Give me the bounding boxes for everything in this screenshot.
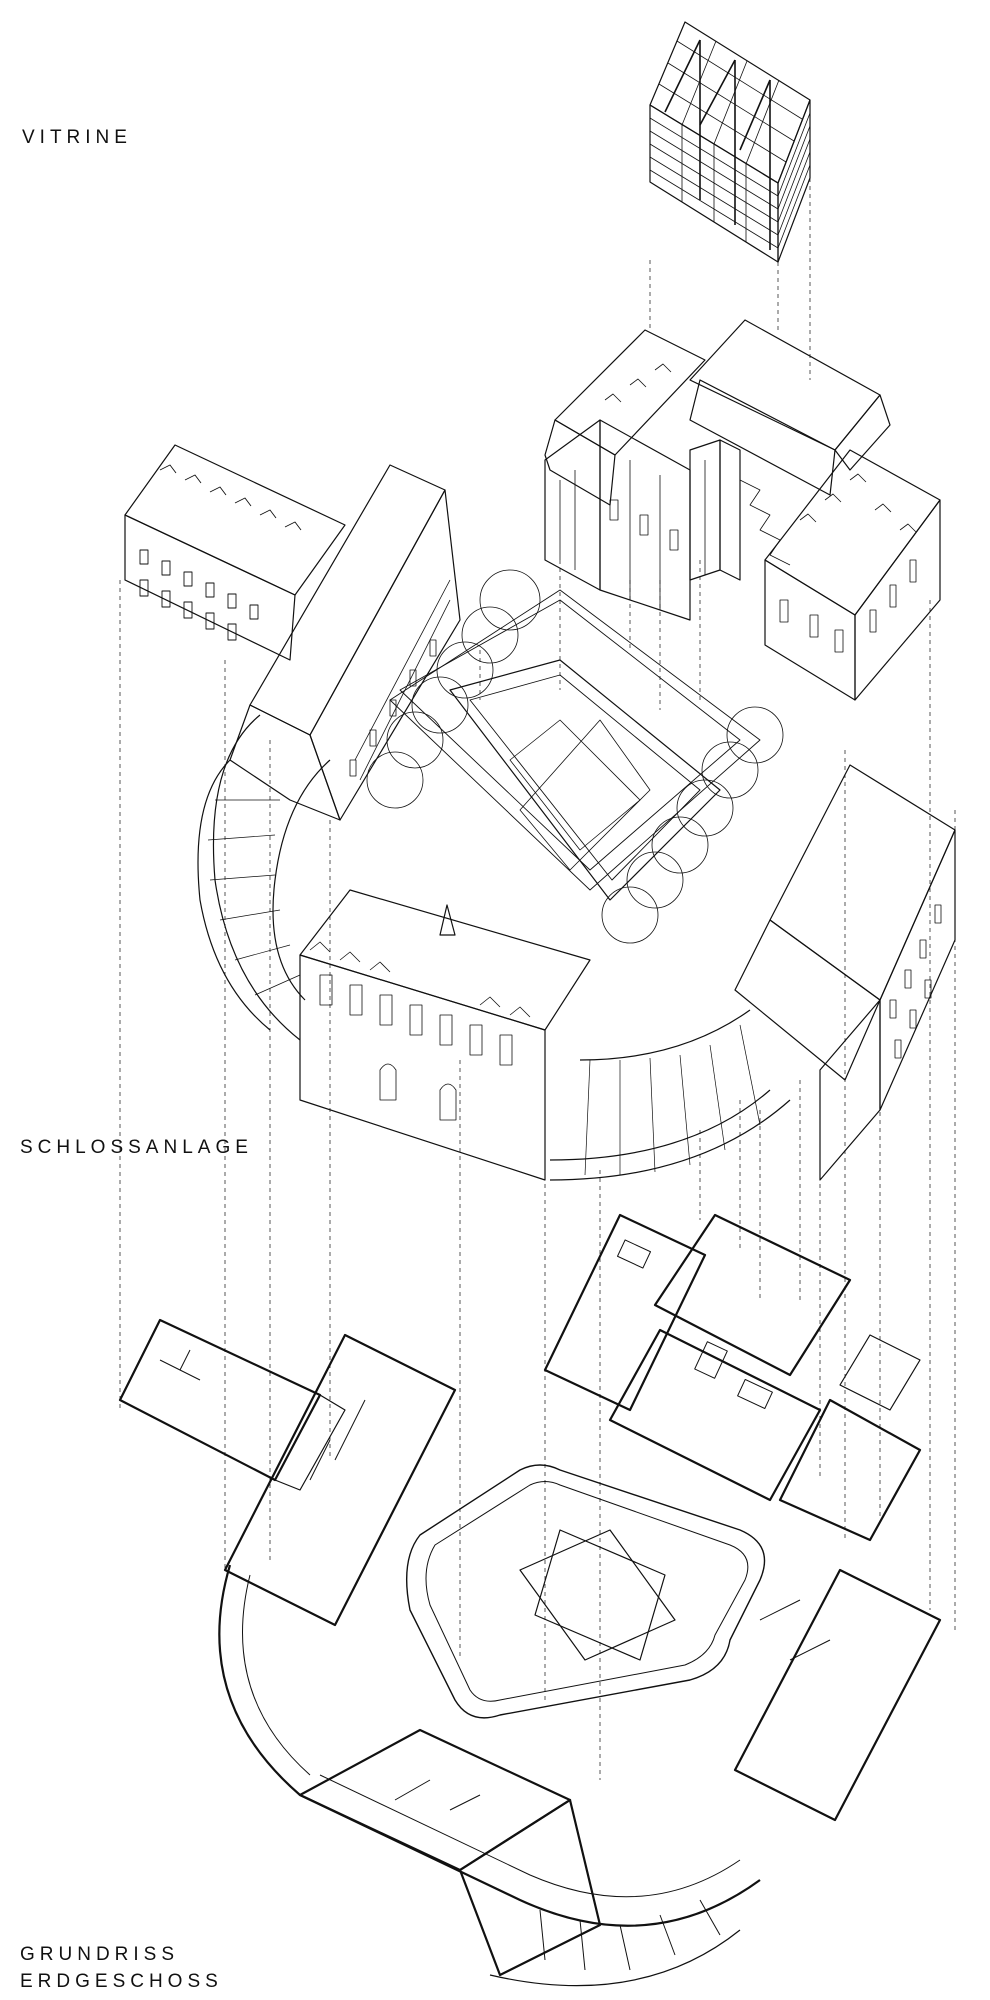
vitrine-glass-box — [649, 21, 811, 263]
layer-label-grundriss: GRUNDRISS — [20, 1944, 180, 1965]
ground-floor-plan — [118, 1213, 942, 1987]
projection-lines — [119, 178, 956, 1780]
layer-label-erdgeschoss: ERDGESCHOSS — [20, 1971, 223, 1992]
layer-label-vitrine: VITRINE — [22, 127, 132, 148]
schlossanlage-building — [124, 319, 956, 1181]
layer-label-schlossanlage: SCHLOSSANLAGE — [20, 1137, 253, 1158]
